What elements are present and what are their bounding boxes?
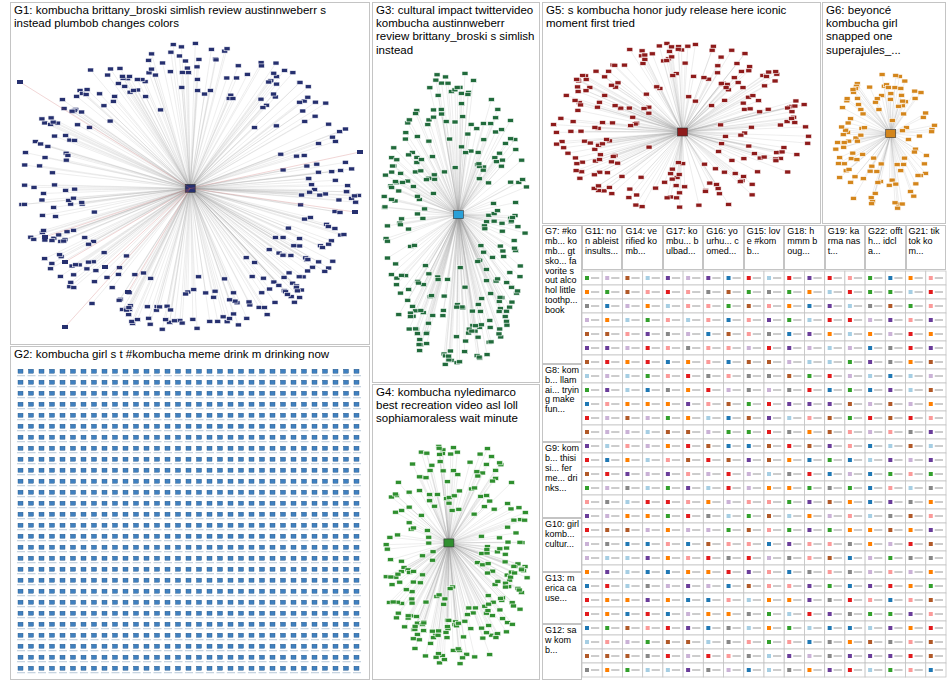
canvas: G1: kombucha brittany_broski simlish rev… [0,0,950,688]
